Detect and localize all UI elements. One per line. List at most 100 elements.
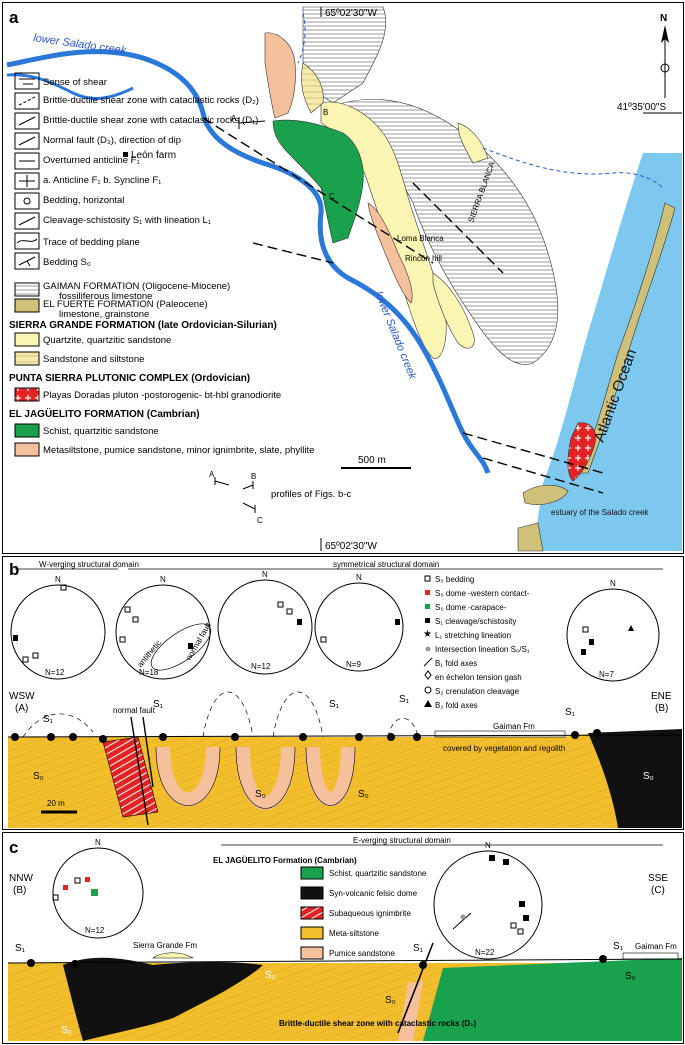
legend-profile-a: A xyxy=(209,470,215,479)
legend-meta: Metasiltstone, pumice sandstone, minor i… xyxy=(43,445,314,456)
s0-label-b1: S₀ xyxy=(33,771,44,782)
s1-label-b4: S₁ xyxy=(399,694,410,705)
scale-label-b: 20 m xyxy=(47,799,65,808)
s1-label-c2: S₁ xyxy=(413,943,424,954)
end-w-sub-b: (A) xyxy=(15,703,28,714)
gaiman-label-c: Gaiman Fm xyxy=(635,942,677,951)
domain-w-verging: W-verging structural domain xyxy=(39,560,139,569)
svg-text:N=12: N=12 xyxy=(45,668,65,677)
lower-salado-creek-river xyxy=(6,49,491,474)
legend-swatch-sandstone xyxy=(14,351,40,366)
s1-label-c3: S₁ xyxy=(613,941,624,952)
legend-c-2: Subaqueous ignimbrite xyxy=(329,909,411,918)
normal-fault-label: normal fault xyxy=(113,706,156,715)
svg-text:N=18: N=18 xyxy=(139,668,159,677)
faults-b xyxy=(130,716,154,826)
coord-top: 65º02'30"W xyxy=(325,8,377,19)
covered-label: covered by vegetation and regolith xyxy=(443,744,565,753)
legend-b-3: S₁ cleavage/schistosity xyxy=(435,617,516,626)
legend-sense-of-shear: Sense of shear xyxy=(43,77,107,88)
legend-profile-b: B xyxy=(251,472,256,481)
legend-jaguelito-heading: EL JAGÜELITO FORMATION (Cambrian) xyxy=(9,407,200,420)
stereonet-b2: N antithetic normal fault N=18 xyxy=(115,575,213,680)
cross-section-b: N N=12 N antithetic normal fault N=18 N … xyxy=(7,560,683,828)
panel-c-label: c xyxy=(9,838,18,857)
label-loma-blanca: Loma Blanca xyxy=(397,234,444,243)
end-e-sub-b: (B) xyxy=(655,703,668,714)
el-fuerte-south xyxy=(517,522,544,552)
legend-c-ignimbrite xyxy=(300,906,324,920)
cross-section-c: N N=12 N N=22 Schist, quartzitic sandsto… xyxy=(7,836,683,1041)
legend-symbols xyxy=(14,72,40,270)
legend-c-1: Syn-volcanic felsic dome xyxy=(329,889,418,898)
legend-swatch-schist xyxy=(14,423,40,438)
legend-swatch-quartzite xyxy=(14,332,40,347)
schist-body-c xyxy=(423,958,682,1041)
s0-label-b3: S₀ xyxy=(358,789,369,800)
shear-zone-c xyxy=(397,942,434,1034)
legend-swatch-fuerte xyxy=(14,298,40,313)
svg-text:N: N xyxy=(95,838,101,847)
legend-b-2: S₀ dome -carapace- xyxy=(435,603,507,612)
jaguelito-metasiltstone-north xyxy=(264,32,296,119)
svg-text:N: N xyxy=(485,841,491,850)
s0-label-c2: S₀ xyxy=(265,970,276,981)
scale-label: 500 m xyxy=(358,455,386,466)
legend-profile-c: C xyxy=(257,516,263,525)
svg-text:N=12: N=12 xyxy=(85,926,105,935)
shear-zone-d2-1 xyxy=(202,117,434,264)
legend-b-8: S₂ crenulation cleavage xyxy=(435,687,520,696)
dashed-stream xyxy=(482,147,664,189)
fold-outlines-b xyxy=(155,746,356,809)
coord-right: 41º35'00"S xyxy=(617,102,666,113)
panel-b-cross-section: N N=12 N antithetic normal fault N=18 N … xyxy=(2,556,684,830)
leon-farm-marker xyxy=(123,152,128,157)
folds-b xyxy=(156,746,355,811)
fold-arcs-b xyxy=(22,691,419,738)
profile-b-label: B xyxy=(323,108,328,117)
playas-doradas-pluton xyxy=(567,422,596,482)
legend-b-9: B₂ fold axes xyxy=(435,701,478,710)
stereonet-b4: N N=9 xyxy=(314,573,404,672)
legend-swatch-gaiman xyxy=(14,282,40,297)
legend-trace-bedding: Trace of bedding plane xyxy=(43,237,140,248)
legend-punta-heading: PUNTA SIERRA PLUTONIC COMPLEX (Ordovicia… xyxy=(9,373,250,384)
sierra-label-c: Sierra Grande Fm xyxy=(133,941,197,950)
s0-label-c4: S₀ xyxy=(625,971,636,982)
gaiman-label-b: Gaiman Fm xyxy=(493,722,535,731)
shear-zone-d2-2 xyxy=(252,242,334,264)
legend-b-6: B₁ fold axes xyxy=(435,659,477,668)
geologic-map: a 65º02'30"W 65º02'30"W 41º35'00"S N 500… xyxy=(6,6,682,552)
legend-schist: Schist, quartzitic sandstone xyxy=(43,426,159,437)
svg-text:N=9: N=9 xyxy=(346,660,361,669)
salado-creek-oxbow xyxy=(6,73,134,100)
stereonet-c2: N N=22 xyxy=(433,841,543,960)
s1-label-c1: S₁ xyxy=(15,943,26,954)
shear-zone-d2-4 xyxy=(462,432,604,474)
profile-symbol xyxy=(214,477,256,513)
label-leon-farm: León farm xyxy=(131,150,176,161)
legend-quartzite: Quartzite, quartzitic sandstone xyxy=(43,335,171,346)
s1-label-b2: S₁ xyxy=(153,699,164,710)
svg-text:N: N xyxy=(160,575,166,584)
legend-b-0: S₀ bedding xyxy=(435,575,474,584)
label-rincon-hill: Rincón hill xyxy=(405,254,442,263)
end-w-b: WSW xyxy=(9,691,35,702)
svg-text:★: ★ xyxy=(423,629,432,640)
s0-label-c3: S₀ xyxy=(385,995,396,1006)
legend-normal-fault: Normal fault (D₃), direction of dip xyxy=(43,135,181,146)
end-w-sub-c: (B) xyxy=(13,885,26,896)
domain-e-verging: E-verging structural domain xyxy=(353,836,451,845)
legend-shear-d2: Brittle-ductile shear zone with cataclas… xyxy=(43,95,259,106)
legend-b-5: Intersection lineation S₀/S₁ xyxy=(435,645,530,654)
s1-label-b3: S₁ xyxy=(329,699,340,710)
profile-a-label: A xyxy=(231,114,237,123)
sierra-grande-quartzite-1 xyxy=(320,101,447,359)
legend-b-markers: ★ xyxy=(423,575,433,707)
el-fuerte-coastal-strip xyxy=(577,202,676,474)
pumice-band-c xyxy=(398,981,423,1041)
s0-label-c1: S₀ xyxy=(61,1025,72,1036)
domain-symmetrical: symmetrical structural domain xyxy=(333,560,439,569)
shear-zone-d2-5 xyxy=(482,457,604,494)
svg-text:N: N xyxy=(55,575,61,584)
